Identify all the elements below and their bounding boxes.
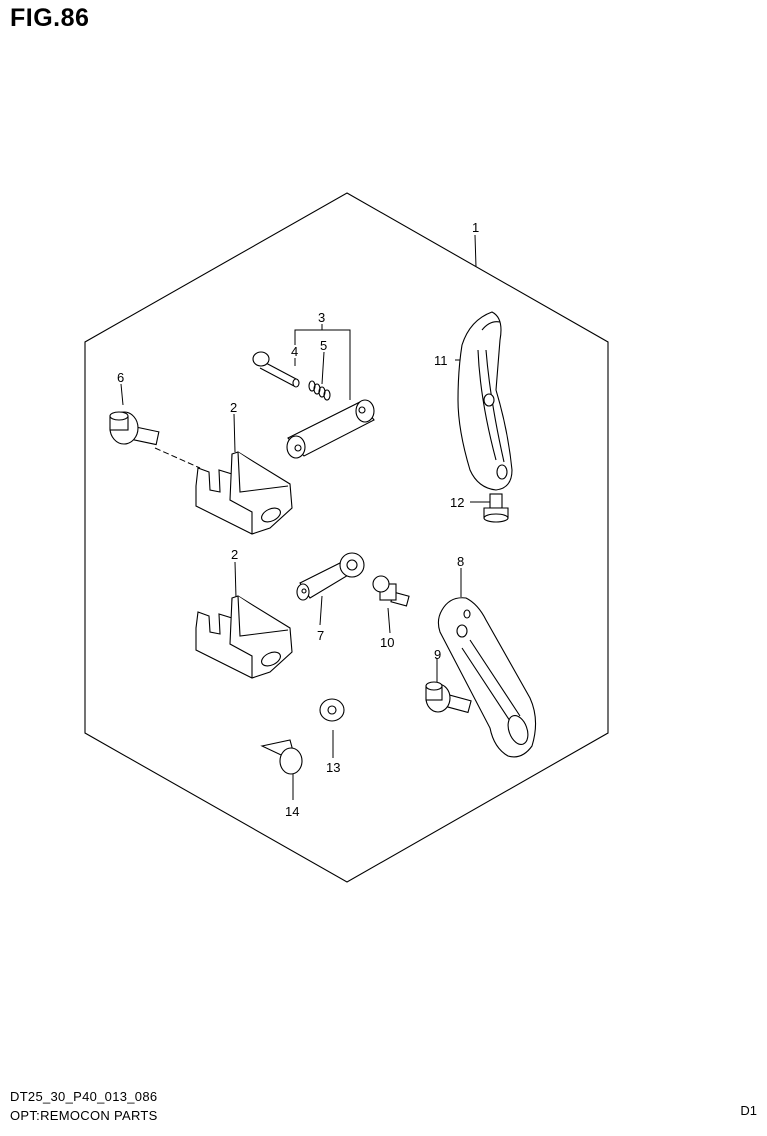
diagram-code: DT25_30_P40_013_086	[10, 1089, 158, 1104]
callout-5: 5	[320, 338, 327, 353]
callout-14: 14	[285, 804, 299, 819]
callout-13: 13	[326, 760, 340, 775]
part-13-washer	[319, 698, 345, 722]
callout-10: 10	[380, 635, 394, 650]
callout-2-lower: 2	[231, 547, 238, 562]
callout-3: 3	[318, 310, 325, 325]
callout-8: 8	[457, 554, 464, 569]
callout-6: 6	[117, 370, 124, 385]
leader-lines	[120, 234, 490, 800]
part-3-shaft	[286, 399, 375, 459]
diagram-name: OPT:REMOCON PARTS	[10, 1108, 158, 1123]
callout-7: 7	[317, 628, 324, 643]
page-reference: D1	[740, 1103, 757, 1118]
callout-4: 4	[291, 344, 298, 359]
part-14-cap	[260, 739, 303, 775]
part-8-arm	[437, 597, 537, 758]
callout-12: 12	[450, 495, 464, 510]
callout-9: 9	[434, 647, 441, 662]
part-4-pin	[252, 351, 300, 388]
callout-2-upper: 2	[230, 400, 237, 415]
callout-11: 11	[434, 353, 448, 368]
callout-1: 1	[472, 220, 479, 235]
part-9-bolt	[425, 681, 472, 714]
part-12-bolt	[483, 493, 509, 523]
kit-boundary-hexagon	[84, 192, 609, 883]
part-5-spring	[308, 380, 331, 401]
figure-title: FIG.86	[10, 4, 90, 32]
part-2-bracket-lower	[195, 595, 293, 679]
callout-labels: 1 3 4 5 6 2 11 12 2 8 7 10 9 13 14	[117, 220, 479, 819]
part-7-link	[296, 552, 365, 601]
part-10-ball-stud	[372, 575, 410, 607]
part-11-lever	[457, 311, 513, 491]
part-2-bracket-upper	[195, 451, 293, 535]
part-6-bolt	[109, 411, 160, 446]
